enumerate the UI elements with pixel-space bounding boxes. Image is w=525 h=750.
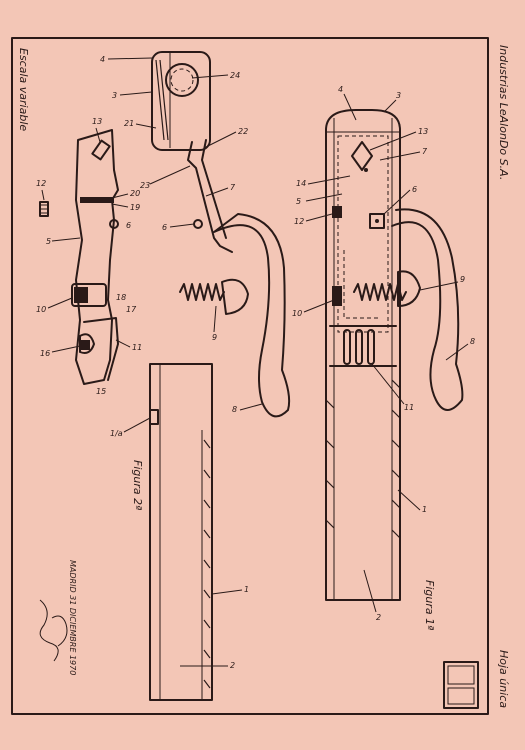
fig2-label-2: 2 [230, 661, 235, 670]
fig2-label-24: 24 [230, 71, 240, 80]
fig2-label-8: 8 [232, 405, 237, 414]
fig2-label-19: 19 [130, 203, 140, 212]
signature [39, 599, 68, 662]
fig1-label-10: 10 [292, 309, 302, 318]
fig1-label-3: 3 [396, 91, 401, 100]
fig1-label-11: 11 [404, 403, 414, 412]
figure-2-caption: Figura 2ª [131, 460, 144, 510]
figure-2-exploded [39, 51, 291, 701]
fig2-label-4: 4 [100, 55, 105, 64]
fig1-label-13: 13 [418, 127, 428, 136]
fig2-label-18: 18 [116, 293, 126, 302]
fig1-label-14: 14 [296, 179, 306, 188]
fig2-label-13: 13 [92, 117, 102, 126]
fig2-label-12: 12 [36, 179, 46, 188]
fig1-label-5: 5 [296, 197, 301, 206]
figure-1-caption: Figura 1ª [423, 580, 436, 630]
fig2-label-20: 20 [130, 189, 140, 198]
fig2-label-3: 3 [112, 91, 117, 100]
scale-note: Escala variable [17, 48, 30, 131]
fig2-label-6b: 6 [126, 221, 131, 230]
fig2-label-9: 9 [212, 333, 217, 342]
fig2-label-5: 5 [46, 237, 51, 246]
fig1-label-2: 2 [376, 613, 381, 622]
fig2-label-23: 23 [140, 181, 150, 190]
fig2-label-21: 21 [124, 119, 134, 128]
figure-2-labels: 4 3 24 21 22 23 7 6 13 12 20 19 6 5 18 1… [36, 55, 263, 670]
stamp-seals [443, 661, 479, 709]
figure-1-assembled [325, 109, 464, 601]
company-name: Industrias LeAlonDo S.A. [497, 45, 510, 180]
fig2-label-7: 7 [230, 183, 236, 192]
fig1-label-4: 4 [338, 85, 343, 94]
fig1-label-12: 12 [294, 217, 304, 226]
fig2-label-1a: 1/a [110, 429, 123, 438]
fig2-label-10: 10 [36, 305, 46, 314]
fig2-label-6: 6 [162, 223, 167, 232]
fig1-label-1: 1 [422, 505, 427, 514]
fig1-label-7: 7 [422, 147, 428, 156]
fig2-label-22: 22 [238, 127, 248, 136]
place-date: MADRID 31 DICIEMBRE 1970 [68, 560, 77, 675]
fig2-label-16: 16 [40, 349, 50, 358]
fig1-label-6: 6 [412, 185, 417, 194]
fig2-label-17: 17 [126, 305, 137, 314]
fig2-label-15: 15 [96, 387, 106, 396]
fig2-label-11: 11 [132, 343, 142, 352]
sheet-label: Hoja única [497, 650, 510, 708]
fig1-label-9: 9 [460, 275, 465, 284]
fig2-label-1: 1 [244, 585, 249, 594]
fig1-label-8: 8 [470, 337, 475, 346]
figure-1-labels: 4 3 13 7 14 5 6 12 9 10 8 11 1 2 [292, 85, 475, 622]
